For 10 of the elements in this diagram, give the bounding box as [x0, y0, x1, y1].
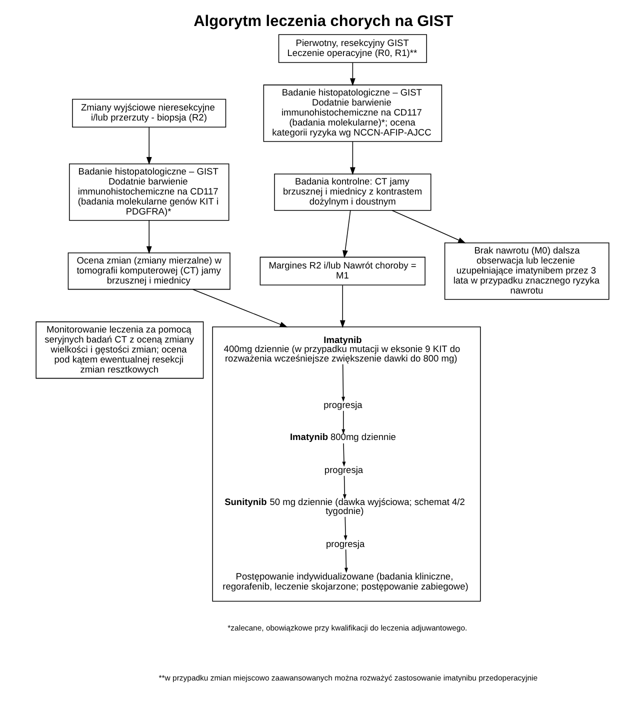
label: **w przypadku zmian miejscowo zaawansowanych można rozważyć zastosowanie imatynibu przedoperacyjnie	[158, 674, 538, 683]
node-text: Sunitynib 50 mg dziennie (dawka wyjściowa; schemat 4/2 tygodnie)	[224, 496, 464, 516]
node-text: progresja	[325, 538, 364, 549]
diagram-title: Algorytm leczenia chorych na GIST	[193, 13, 453, 30]
node-text: Postępowanie indywidualizowane (badania kliniczne, regorafenib, leczenie skojarzone; postępowanie zabiegowe)	[222, 571, 468, 592]
node-text: progresja	[323, 400, 362, 410]
node-text: Imatynib 800mg dziennie	[289, 432, 396, 442]
node-text: Imatynib 400mg dziennie (w przypadku mutacji w eksonie 9 KIT do rozważenia wcześniejsze zwiększenie dawki do 800 mg)	[223, 334, 460, 364]
node-text: progresja	[324, 465, 363, 476]
label: *zalecane, obowiązkowe przy kwalifikacji do leczenia adjuwantowego.	[227, 623, 467, 632]
